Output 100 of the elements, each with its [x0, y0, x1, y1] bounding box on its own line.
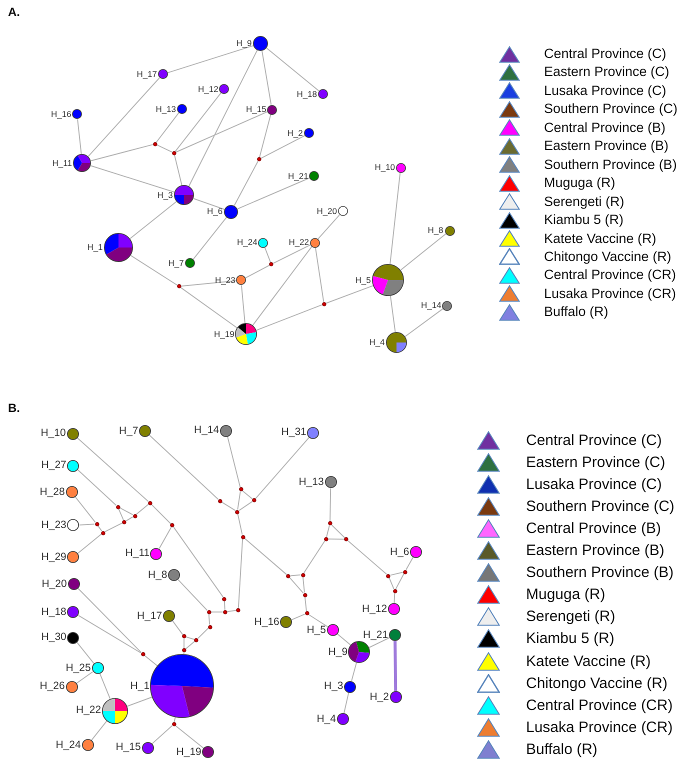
connector-line — [77, 534, 102, 554]
connector-line — [148, 434, 219, 500]
haplotype-label: H_20 — [316, 207, 338, 216]
connector-line — [174, 154, 182, 186]
connector-line — [104, 522, 123, 532]
connector-line — [174, 92, 222, 152]
haplotype-label: H_16 — [254, 616, 280, 628]
haplotype-label: H_21 — [288, 172, 308, 180]
connector-line — [197, 628, 209, 639]
connector-line — [291, 614, 306, 620]
legend-label: Eastern Province (C) — [544, 65, 670, 79]
panel-label: A. — [8, 6, 20, 18]
haplotype-label: H_2 — [370, 692, 389, 703]
connector-line — [173, 526, 224, 598]
legend-label: Central Province (CR) — [526, 698, 673, 713]
haplotype-label: H_18 — [41, 607, 66, 618]
legend-label: Serengeti (R) — [526, 609, 616, 624]
connector-line — [254, 436, 310, 500]
connector-line — [390, 572, 404, 576]
panel-label: B. — [8, 402, 20, 414]
connector-line — [172, 620, 184, 636]
haplotype-label: H_5 — [355, 276, 371, 284]
legend-label: Lusaka Province (CR) — [526, 720, 673, 735]
connector-line — [74, 496, 96, 523]
connector-line — [244, 538, 288, 576]
legend-label: Chitongo Vaccine (R) — [526, 676, 668, 691]
legend-label: Muguga (R) — [526, 587, 606, 602]
legend-label: Lusaka Province (C) — [526, 476, 662, 492]
connector-line — [304, 596, 307, 612]
haplotype-label: H_22 — [288, 238, 310, 247]
haplotype-label: H_19 — [214, 330, 234, 339]
haplotype-label: H_15 — [116, 742, 141, 753]
haplotype-label: H_6 — [207, 207, 223, 216]
legend-label: Central Province (C) — [526, 432, 662, 448]
connector-line — [158, 526, 172, 549]
connector-line — [224, 600, 226, 610]
connector-line — [119, 507, 134, 516]
haplotype-label: H_28 — [40, 487, 65, 498]
connector-line — [331, 524, 346, 538]
connector-line — [176, 111, 268, 153]
connector-line — [264, 246, 271, 263]
connector-line — [76, 642, 94, 664]
haplotype-label: H_17 — [137, 610, 162, 622]
connector-line — [136, 504, 149, 515]
haplotype-label: H_4 — [369, 338, 385, 347]
connector-line — [244, 264, 270, 278]
connector-line — [188, 50, 258, 187]
connector-line — [242, 490, 253, 500]
legend-label: Eastern Province (B) — [544, 139, 669, 153]
connector-line — [234, 160, 258, 206]
legend-label: Central Province (B) — [544, 120, 666, 134]
legend-label: Southern Province (B) — [526, 565, 674, 580]
connector-line — [144, 654, 158, 666]
connector-line — [390, 172, 401, 265]
connector-line — [368, 637, 390, 648]
connector-line — [76, 671, 94, 684]
connector-line — [328, 538, 345, 540]
connector-line — [221, 502, 236, 512]
haplotype-label: H_2 — [287, 129, 303, 138]
connector-line — [238, 538, 244, 608]
connector-line — [130, 255, 178, 286]
connector-line — [336, 633, 352, 646]
haplotype-label: H_1 — [130, 680, 150, 692]
legend-label: Eastern Province (B) — [526, 543, 664, 558]
haplotype-label: H_4 — [316, 714, 336, 724]
haplotype-label: H_13 — [156, 104, 176, 114]
connector-line — [266, 48, 320, 92]
haplotype-label: H_18 — [296, 90, 318, 98]
connector-line — [260, 135, 306, 159]
connector-line — [326, 524, 330, 538]
haplotype-label: H_9 — [328, 647, 348, 658]
connector-line — [318, 214, 340, 240]
connector-line — [99, 673, 111, 700]
connector-line — [152, 725, 173, 744]
connector-line — [226, 436, 241, 488]
legend-label: Central Province (C) — [544, 47, 666, 60]
haplotype-label: H_30 — [41, 632, 66, 643]
connector-line — [130, 201, 177, 240]
legend-label: Lusaka Province (CR) — [544, 286, 676, 300]
connector-line — [151, 504, 172, 524]
connector-line — [330, 488, 332, 522]
connector-line — [388, 577, 394, 590]
legend-label: Muguga (R) — [544, 176, 616, 190]
connector-line — [289, 577, 304, 594]
connector-line — [303, 540, 326, 574]
haplotype-label: H_12 — [198, 84, 218, 94]
legend-label: Serengeti (R) — [544, 194, 624, 208]
haplotype-label: H_15 — [246, 105, 266, 114]
haplotype-label: H_31 — [281, 427, 306, 438]
legend-label: Eastern Province (C) — [526, 454, 666, 470]
connector-line — [90, 144, 154, 162]
haplotype-label: H_19 — [176, 746, 202, 758]
haplotype-label: H_14 — [421, 301, 442, 310]
connector-line — [126, 696, 153, 707]
connector-line — [208, 614, 210, 625]
legend-label: Southern Province (B) — [544, 158, 677, 172]
haplotype-label: H_14 — [194, 425, 220, 436]
legend-label: Lusaka Province (C) — [544, 84, 666, 98]
haplotype-label: H_24 — [237, 238, 258, 247]
haplotype-label: H_12 — [362, 604, 388, 615]
